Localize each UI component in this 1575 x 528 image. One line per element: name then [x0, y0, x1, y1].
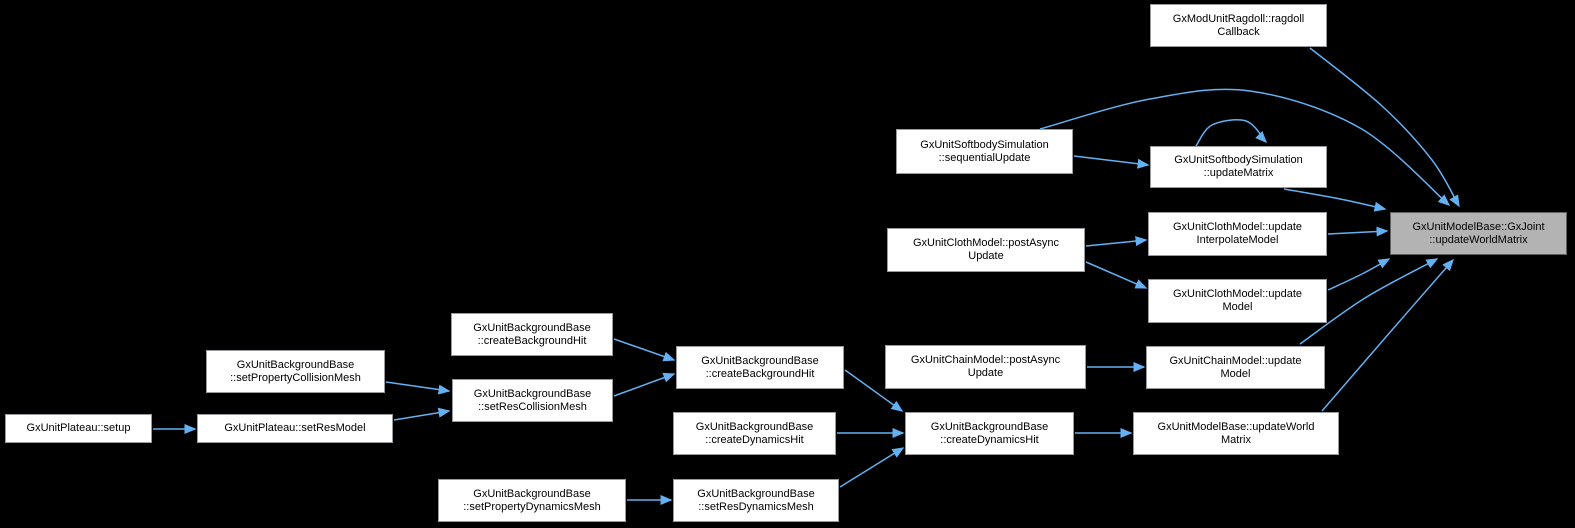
node-label: ::updateMatrix	[1203, 167, 1274, 179]
node-label: GxUnitChainModel::postAsync	[910, 354, 1061, 366]
node-create-dynamics-hit-2[interactable]: GxUnitBackgroundBase::createDynamicsHit	[905, 412, 1074, 455]
node-label: GxUnitClothModel::update	[1172, 288, 1302, 300]
edge-plateau-set-res-model-to-set-res-collision-mesh	[393, 407, 451, 421]
edge-model-base-update-world-matrix-to-gx-joint-update-world-matrix	[1321, 258, 1454, 412]
node-label: GxUnitBackgroundBase	[236, 358, 355, 371]
node-label: ::setPropertyCollisionMesh	[230, 371, 361, 384]
node-plateau-set-res-model[interactable]: GxUnitPlateau::setResModel	[197, 414, 393, 443]
edge-softbody-update-matrix-to-gx-joint-update-world-matrix	[1283, 188, 1387, 212]
node-set-res-dynamics-mesh[interactable]: GxUnitBackgroundBase::setResDynamicsMesh	[673, 479, 839, 522]
edge-cloth-post-async-update-to-cloth-update-model	[1085, 261, 1148, 289]
node-label: GxUnitPlateau::setup	[26, 422, 131, 434]
node-create-background-hit-2[interactable]: GxUnitBackgroundBase::createBackgroundHi…	[676, 346, 844, 389]
node-label: GxUnitBackgroundBase	[473, 387, 592, 400]
node-set-property-dynamics-mesh[interactable]: GxUnitBackgroundBase::setPropertyDynamic…	[438, 479, 626, 522]
edge-set-res-collision-mesh-to-create-background-hit-2	[613, 372, 676, 397]
node-label: GxUnitChainModel::update	[1169, 354, 1302, 367]
node-label: ::setPropertyDynamicsMesh	[463, 500, 601, 513]
node-label: ::createBackgroundHit	[705, 367, 815, 380]
edge-softbody-update-matrix-to-softbody-update-matrix	[1195, 119, 1268, 147]
node-label: Model	[1220, 367, 1251, 380]
node-label: GxUnitBackgroundBase	[473, 487, 591, 500]
node-label: GxUnitSoftbodySimulation	[1174, 154, 1303, 166]
edge-cloth-update-model-to-gx-joint-update-world-matrix	[1327, 258, 1391, 291]
edge-create-background-hit-1-to-create-background-hit-2	[613, 338, 676, 362]
node-label: Update	[967, 367, 1004, 379]
node-label: GxUnitClothModel::postAsync	[912, 237, 1060, 249]
node-label: Matrix	[1221, 433, 1251, 446]
node-label: GxUnitModelBase::updateWorld	[1157, 420, 1315, 433]
node-label: ::updateWorldMatrix	[1429, 233, 1528, 246]
node-label: GxUnitBackgroundBase	[701, 354, 819, 367]
node-plateau-setup[interactable]: GxUnitPlateau::setup	[5, 414, 152, 443]
node-label: ::setResDynamicsMesh	[698, 500, 814, 513]
node-set-property-collision-mesh[interactable]: GxUnitBackgroundBase::setPropertyCollisi…	[206, 350, 385, 393]
edge-cloth-post-async-update-to-cloth-update-interpolate-model	[1085, 236, 1148, 247]
node-label: GxModUnitRagdoll::ragdoll	[1172, 12, 1305, 25]
edge-set-res-dynamics-mesh-to-create-dynamics-hit-2	[839, 447, 905, 488]
node-label: InterpolateModel	[1196, 234, 1279, 246]
node-label: GxUnitBackgroundBase	[473, 321, 591, 334]
edges-group	[153, 47, 1460, 505]
node-label: GxUnitClothModel::update	[1172, 221, 1302, 233]
node-set-res-collision-mesh[interactable]: GxUnitBackgroundBase::setResCollisionMes…	[452, 379, 613, 422]
edge-create-background-hit-2-to-create-dynamics-hit-2	[844, 369, 904, 412]
edge-softbody-sequential-update-to-gx-joint-update-world-matrix	[1039, 88, 1451, 206]
node-label: ::createDynamicsHit	[940, 433, 1039, 446]
node-create-background-hit-1[interactable]: GxUnitBackgroundBase::createBackgroundHi…	[451, 313, 613, 356]
edge-chain-update-model-to-gx-joint-update-world-matrix	[1299, 258, 1439, 345]
node-label: Model	[1222, 301, 1253, 313]
node-label: GxUnitBackgroundBase	[930, 420, 1049, 433]
node-softbody-sequential-update[interactable]: GxUnitSoftbodySimulation::sequentialUpda…	[896, 129, 1073, 174]
node-label: Callback	[1217, 25, 1260, 38]
node-label: GxUnitPlateau::setResModel	[224, 422, 366, 434]
node-label: Update	[968, 250, 1004, 262]
node-label: GxUnitBackgroundBase	[695, 420, 814, 433]
node-label: GxUnitBackgroundBase	[697, 487, 815, 500]
node-gx-joint-update-world-matrix[interactable]: GxUnitModelBase::GxJoint::updateWorldMat…	[1390, 212, 1567, 255]
node-softbody-update-matrix[interactable]: GxUnitSoftbodySimulation::updateMatrix	[1150, 146, 1327, 188]
edge-set-property-collision-mesh-to-set-res-collision-mesh	[385, 381, 451, 395]
edge-cloth-update-interpolate-model-to-gx-joint-update-world-matrix	[1327, 226, 1389, 237]
node-create-dynamics-hit-1[interactable]: GxUnitBackgroundBase::createDynamicsHit	[673, 412, 836, 455]
node-label: ::sequentialUpdate	[938, 151, 1031, 164]
node-label: GxUnitModelBase::GxJoint	[1412, 220, 1545, 233]
edge-ragdoll-callback-to-gx-joint-update-world-matrix	[1309, 47, 1460, 208]
node-label: GxUnitSoftbodySimulation	[920, 138, 1049, 151]
edge-softbody-sequential-update-to-softbody-update-matrix	[1073, 155, 1150, 169]
node-label: ::createBackgroundHit	[477, 334, 587, 347]
node-label: ::createDynamicsHit	[705, 433, 804, 446]
node-label: ::setResCollisionMesh	[478, 400, 587, 413]
